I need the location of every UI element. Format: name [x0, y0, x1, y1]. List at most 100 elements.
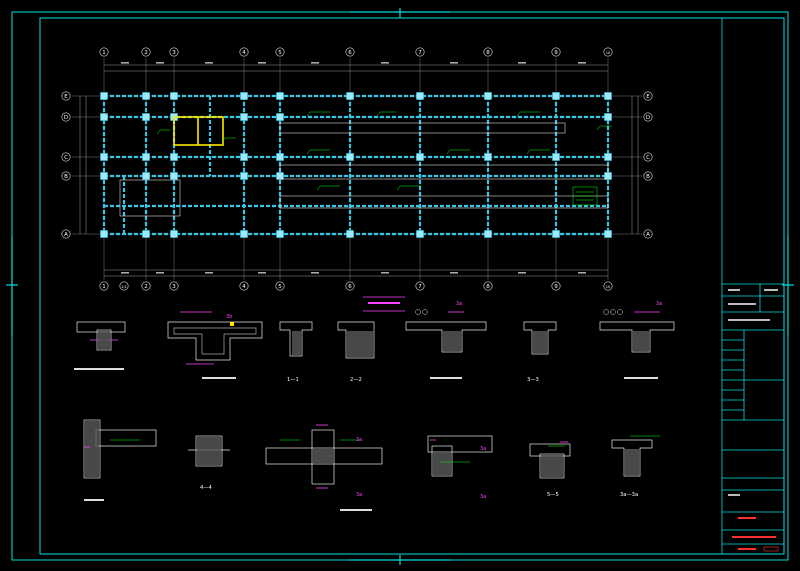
column-block [240, 92, 248, 100]
svg-text:5: 5 [278, 284, 282, 290]
svg-text:4: 4 [242, 50, 246, 56]
axis-bubble-icon: 7 [415, 47, 425, 57]
axis-bubble-icon: 5 [275, 281, 285, 291]
detail-row-2 [83, 419, 653, 485]
axis-bubble-icon: 4 [239, 47, 249, 57]
green-note-block [572, 186, 598, 206]
title-block-marks [728, 289, 778, 496]
axis-bubble-icon: A [61, 229, 71, 239]
detail-row-1-tags [180, 311, 660, 365]
column-block [346, 92, 354, 100]
axis-bubble-icon: C [61, 152, 71, 162]
section-caption-3: 3—3 [527, 377, 539, 383]
callout-mark: 3a [356, 492, 362, 498]
dimension-tick [578, 62, 586, 64]
svg-text:6: 6 [348, 284, 352, 290]
axis-bubble-icon: 1/1 [119, 281, 129, 291]
dimension-tick [381, 62, 389, 64]
column-block [170, 230, 178, 238]
svg-text:3: 3 [172, 284, 176, 290]
title-block [721, 18, 784, 554]
section-caption-2: 2—2 [350, 377, 362, 383]
column-block [346, 153, 354, 161]
dimension-tick [381, 272, 389, 274]
svg-text:10: 10 [606, 285, 611, 289]
axis-bubble-icon: C [643, 152, 653, 162]
dimension-tick [121, 62, 129, 64]
section-caption-4: 4—4 [200, 485, 212, 491]
svg-text:D: D [64, 115, 68, 121]
axis-bubble-icon: 10 [603, 47, 613, 57]
svg-text:9: 9 [554, 50, 558, 56]
axis-bubble-icon: E [61, 91, 71, 101]
detail-row-1-yellow [230, 322, 234, 326]
column-block [100, 172, 108, 180]
column-block [142, 172, 150, 180]
axis-bubble-icon: 5 [275, 47, 285, 57]
column-block [416, 230, 424, 238]
svg-text:A: A [64, 232, 68, 238]
axis-bubble-icon: 10 [603, 281, 613, 291]
callout-mark: 3a [480, 446, 486, 452]
column-block [552, 230, 560, 238]
axis-bubble-icon: D [643, 112, 653, 122]
axis-bubble-icon: D [61, 112, 71, 122]
detail-row-2-magenta [84, 424, 568, 489]
axis-bubble-icon: B [61, 171, 71, 181]
plan-annotations [156, 111, 612, 191]
axis-bubble-icon: B [643, 171, 653, 181]
column-block [142, 92, 150, 100]
column-block [552, 153, 560, 161]
dimension-tick [156, 272, 164, 274]
axis-bubble-icon: 6 [345, 47, 355, 57]
dimension-tick [311, 62, 319, 64]
svg-text:9: 9 [554, 284, 558, 290]
column-block [484, 153, 492, 161]
dimension-tick [450, 272, 458, 274]
svg-text:6: 6 [348, 50, 352, 56]
axis-bubble-icon: 1 [99, 281, 109, 291]
column-block [100, 92, 108, 100]
axis-bubble-icon: 3 [169, 47, 179, 57]
axis-bubble-icon: 9 [551, 281, 561, 291]
callout-mark: 3a [480, 494, 486, 500]
detail-row-2-hatch [85, 421, 639, 477]
column-block [170, 172, 178, 180]
axis-bubble-icon: 2 [141, 281, 151, 291]
column-block [276, 230, 284, 238]
svg-text:E: E [64, 94, 68, 100]
column-block [240, 113, 248, 121]
column-block [604, 230, 612, 238]
column-block [604, 92, 612, 100]
column-block [100, 153, 108, 161]
svg-text:D: D [646, 115, 650, 121]
svg-text:E: E [646, 94, 650, 100]
axis-bubble-icon: E [643, 91, 653, 101]
column-block [142, 113, 150, 121]
plan-dimension-lines [79, 64, 639, 277]
column-block [142, 153, 150, 161]
column-block [604, 153, 612, 161]
column-block [100, 113, 108, 121]
slab-outlines [119, 122, 609, 217]
inner-border [39, 17, 785, 555]
section-caption-5: 5—5 [547, 492, 559, 498]
detail-row-1-captions [74, 368, 658, 379]
highlighted-bay [173, 116, 224, 146]
column-block [276, 113, 284, 121]
column-block [484, 230, 492, 238]
column-block [142, 230, 150, 238]
svg-text:7: 7 [418, 284, 422, 290]
column-block [276, 153, 284, 161]
title-block-stamp [763, 546, 779, 552]
dimension-tick [311, 272, 319, 274]
svg-text:1: 1 [102, 50, 106, 56]
detail-row-1-circles [415, 309, 623, 315]
column-block [552, 92, 560, 100]
svg-text:1/1: 1/1 [121, 285, 127, 289]
dimension-tick [450, 62, 458, 64]
column-block [276, 92, 284, 100]
axis-bubble-icon: 6 [345, 281, 355, 291]
